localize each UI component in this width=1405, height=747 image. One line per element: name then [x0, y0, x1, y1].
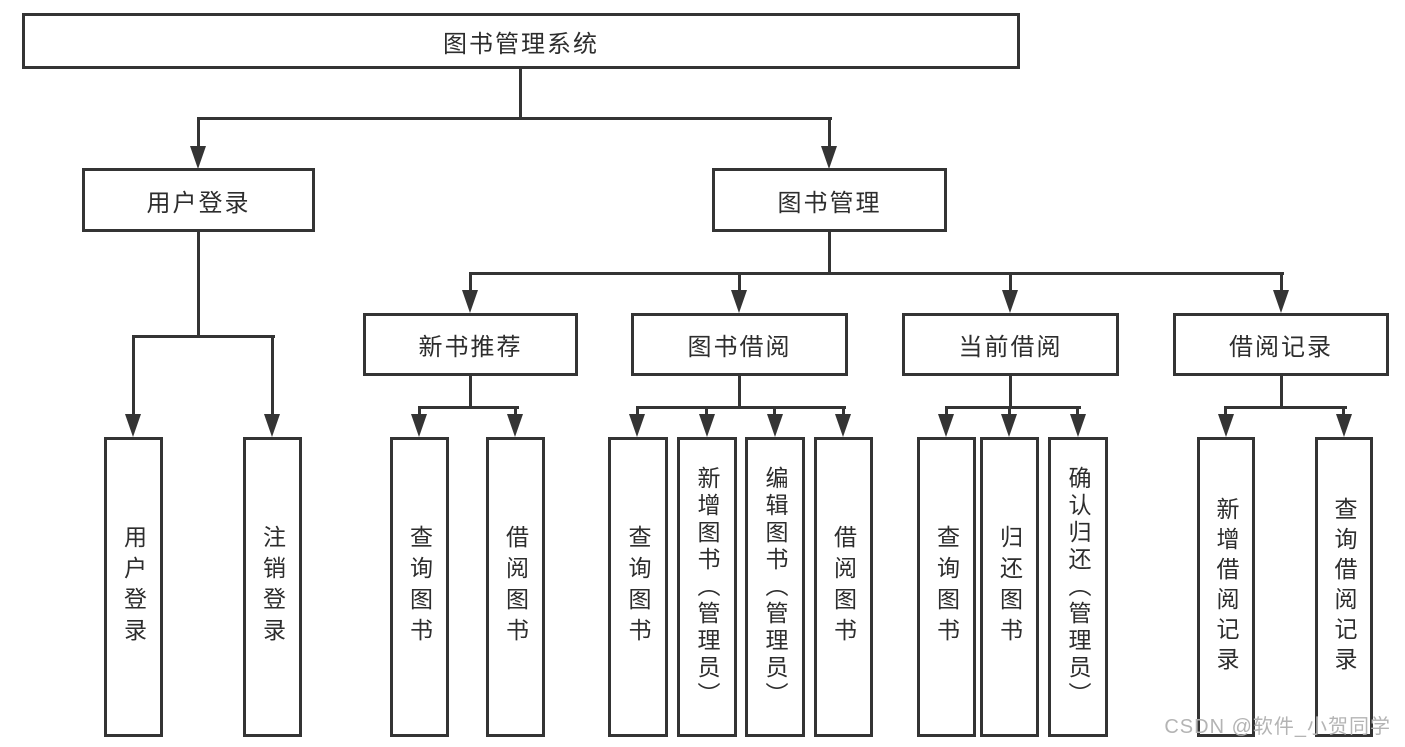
connector-line	[705, 406, 708, 418]
leaf-confirm-return-admin: 确认归还（管理员）	[1048, 437, 1108, 737]
node-library-management-system: 图书管理系统	[22, 13, 1020, 69]
arrowhead	[699, 414, 715, 437]
node-book-management: 图书管理	[712, 168, 947, 232]
connector-line	[842, 406, 845, 418]
arrowhead	[1002, 290, 1018, 313]
leaf-borrow-books-recommend: 借阅图书	[486, 437, 545, 737]
leaf-user-login: 用户登录	[104, 437, 163, 737]
connector-line	[1224, 406, 1347, 409]
connector-line	[519, 69, 522, 119]
node-user-login: 用户登录	[82, 168, 315, 232]
connector-line	[1009, 272, 1012, 292]
arrowhead	[1218, 414, 1234, 437]
connector-line	[945, 406, 948, 418]
connector-line	[469, 272, 1284, 275]
arrowhead	[767, 414, 783, 437]
arrowhead	[938, 414, 954, 437]
arrowhead	[1001, 414, 1017, 437]
leaf-borrow-books-borrowing: 借阅图书	[814, 437, 873, 737]
connector-line	[773, 406, 776, 418]
node-borrowing-records: 借阅记录	[1173, 313, 1389, 376]
connector-line	[1008, 406, 1011, 418]
connector-line	[1280, 374, 1283, 408]
connector-line	[1224, 406, 1227, 418]
arrowhead	[835, 414, 851, 437]
connector-line	[418, 406, 421, 418]
connector-line	[132, 335, 275, 338]
connector-line	[636, 406, 846, 409]
leaf-return-books: 归还图书	[980, 437, 1039, 737]
node-current-borrowing: 当前借阅	[902, 313, 1119, 376]
connector-line	[738, 374, 741, 408]
arrowhead	[1070, 414, 1086, 437]
leaf-query-borrow-record: 查询借阅记录	[1315, 437, 1373, 737]
connector-line	[197, 117, 832, 120]
connector-line	[828, 232, 831, 275]
arrowhead	[731, 290, 747, 313]
leaf-query-books-borrowing: 查询图书	[608, 437, 668, 737]
connector-line	[469, 272, 472, 292]
connector-line	[514, 406, 517, 418]
connector-line	[469, 374, 472, 408]
connector-line	[738, 272, 741, 292]
arrowhead	[1336, 414, 1352, 437]
arrowhead	[462, 290, 478, 313]
leaf-add-borrow-record: 新增借阅记录	[1197, 437, 1255, 737]
connector-line	[197, 232, 200, 337]
arrowhead	[507, 414, 523, 437]
connector-line	[1009, 374, 1012, 408]
arrowhead	[125, 414, 141, 437]
leaf-logout-login: 注销登录	[243, 437, 302, 737]
arrowhead	[1273, 290, 1289, 313]
node-book-borrowing: 图书借阅	[631, 313, 848, 376]
connector-line	[197, 117, 200, 148]
leaf-edit-books-admin: 编辑图书（管理员）	[745, 437, 805, 737]
leaf-add-books-admin: 新增图书（管理员）	[677, 437, 737, 737]
leaf-query-books-recommend: 查询图书	[390, 437, 449, 737]
connector-line	[1076, 406, 1079, 418]
watermark-text: CSDN @软件_小贺同学	[1164, 716, 1391, 738]
connector-line	[1280, 272, 1283, 292]
arrowhead	[190, 146, 206, 169]
connector-line	[1342, 406, 1345, 418]
node-new-book-recommendation: 新书推荐	[363, 313, 578, 376]
arrowhead	[411, 414, 427, 437]
connector-line	[418, 406, 519, 409]
arrowhead	[821, 146, 837, 169]
connector-line	[828, 117, 831, 148]
connector-line	[636, 406, 639, 418]
connector-line	[945, 406, 1081, 409]
arrowhead	[629, 414, 645, 437]
arrowhead	[264, 414, 280, 437]
connector-line	[132, 335, 135, 415]
connector-line	[271, 335, 274, 415]
leaf-query-books-current: 查询图书	[917, 437, 976, 737]
